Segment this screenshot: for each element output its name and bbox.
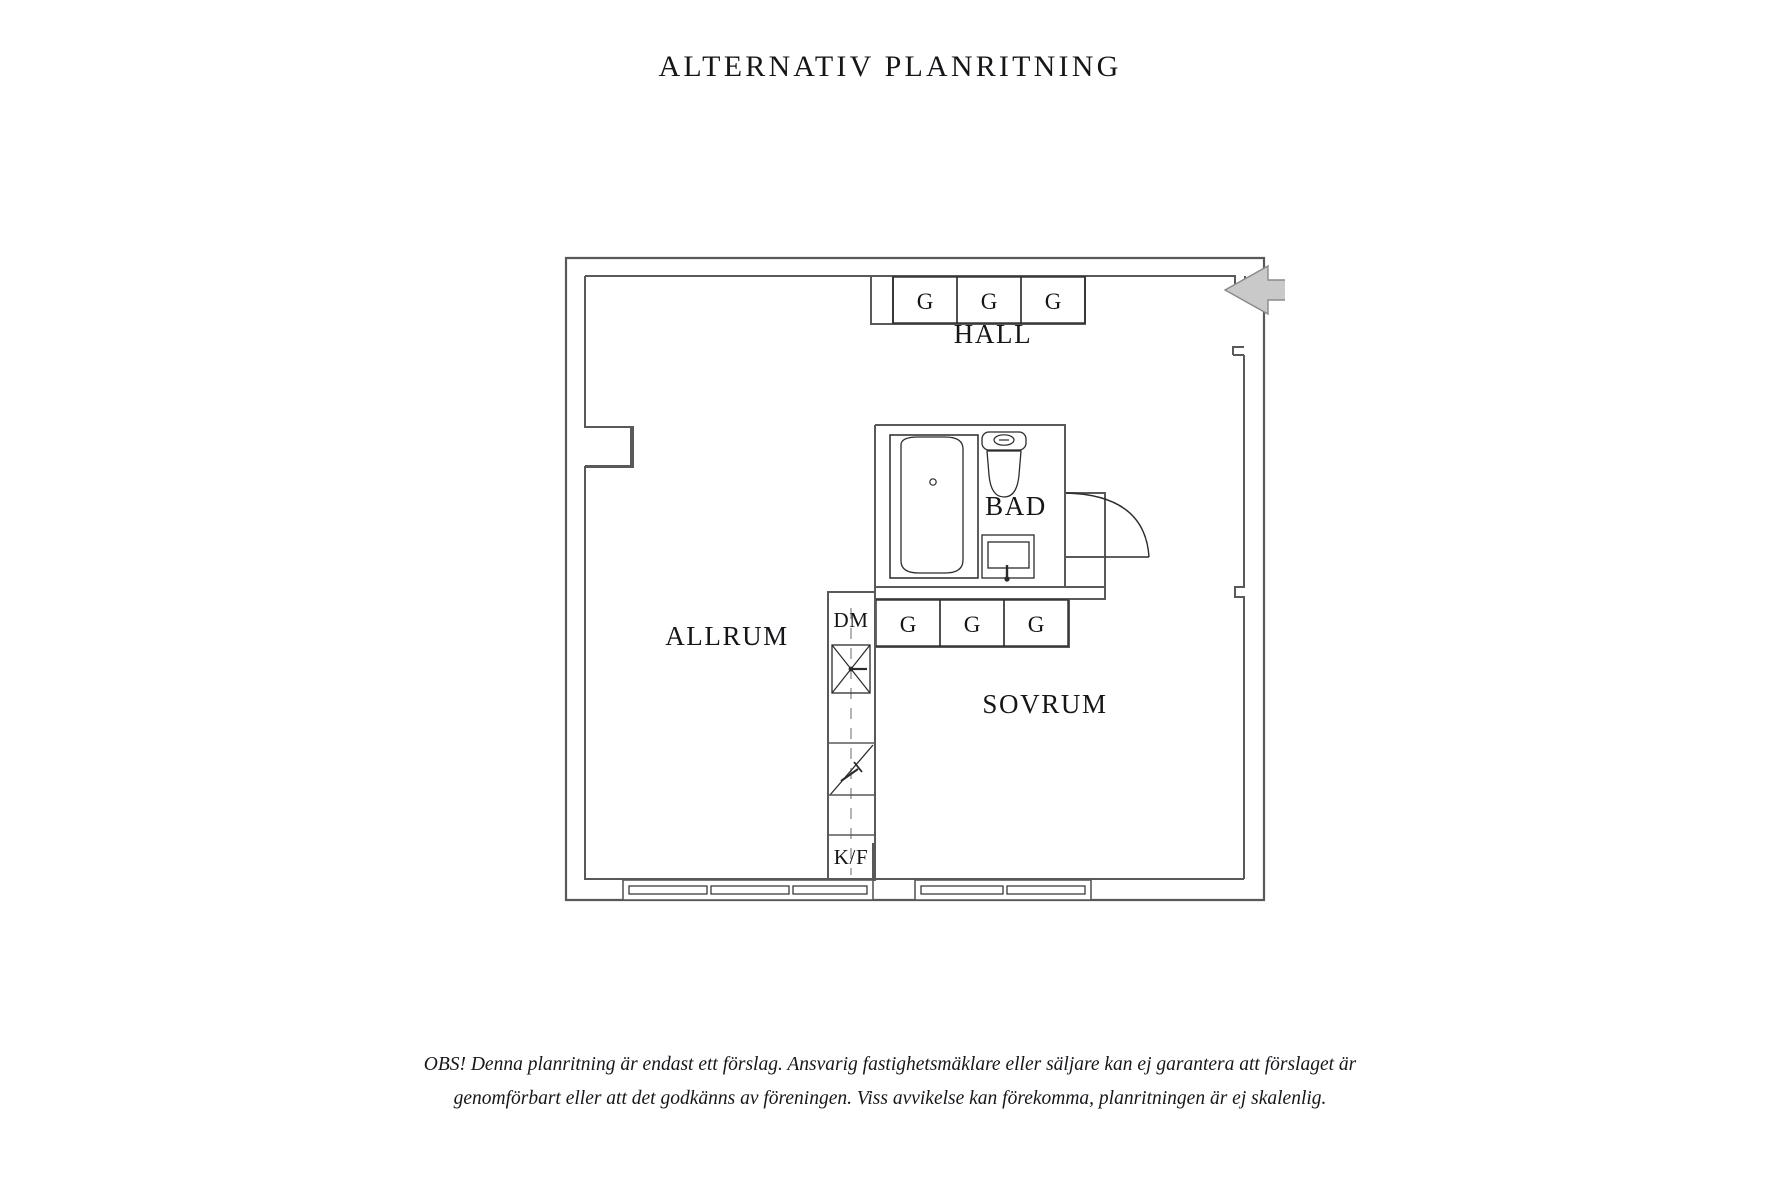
outer-wall bbox=[564, 256, 1266, 902]
kitchen-sink-icon bbox=[829, 744, 874, 796]
room-label-sovrum: SOVRUM bbox=[982, 689, 1107, 719]
room-label-hall: HALL bbox=[954, 319, 1032, 349]
kitchen-column: DM K/ bbox=[827, 591, 876, 881]
window-sovrum bbox=[914, 879, 1092, 901]
bad-door-swing-icon bbox=[1065, 492, 1150, 558]
disclaimer-line-2: genomförbart eller att det godkänns av f… bbox=[453, 1088, 1327, 1109]
bathtub-drain-icon bbox=[929, 478, 937, 486]
stove-icon bbox=[831, 644, 871, 694]
closet-group-top: G G G bbox=[870, 275, 1086, 325]
window-allrum bbox=[622, 879, 874, 901]
room-label-bad: BAD bbox=[985, 491, 1047, 521]
appliance-label-dm: DM bbox=[833, 608, 868, 632]
closet-top-label-3: G bbox=[1045, 289, 1062, 314]
bathtub-icon bbox=[889, 434, 979, 579]
closet-top-label-1: G bbox=[917, 289, 934, 314]
sovrum-walls bbox=[874, 599, 1244, 880]
closet-bottom-label-3: G bbox=[1028, 612, 1045, 637]
closet-top-label-2: G bbox=[981, 289, 998, 314]
sink-vanity-icon bbox=[981, 534, 1035, 582]
appliance-label-kf: K/F bbox=[834, 845, 868, 869]
floorplan-svg: G G G HALL bbox=[564, 256, 1285, 902]
closet-bottom-label-1: G bbox=[900, 612, 917, 637]
entrance-arrow bbox=[1223, 264, 1285, 316]
disclaimer-note: OBS! Denna planritning är endast ett för… bbox=[0, 1048, 1780, 1116]
page-title: ALTERNATIV PLANRITNING bbox=[658, 50, 1122, 83]
closet-bottom-label-2: G bbox=[964, 612, 981, 637]
room-label-allrum: ALLRUM bbox=[665, 621, 789, 651]
toilet-icon bbox=[981, 431, 1027, 498]
closet-group-bottom: G G G bbox=[874, 598, 1070, 648]
right-inner-wall bbox=[1232, 346, 1245, 879]
disclaimer-line-1: OBS! Denna planritning är endast ett för… bbox=[423, 1054, 1357, 1075]
closet-bottom-3 bbox=[1003, 599, 1069, 647]
closet-top-3 bbox=[1020, 276, 1086, 324]
floorplan-drawing: G G G HALL bbox=[545, 235, 1285, 925]
left-wall-notch bbox=[585, 426, 632, 467]
